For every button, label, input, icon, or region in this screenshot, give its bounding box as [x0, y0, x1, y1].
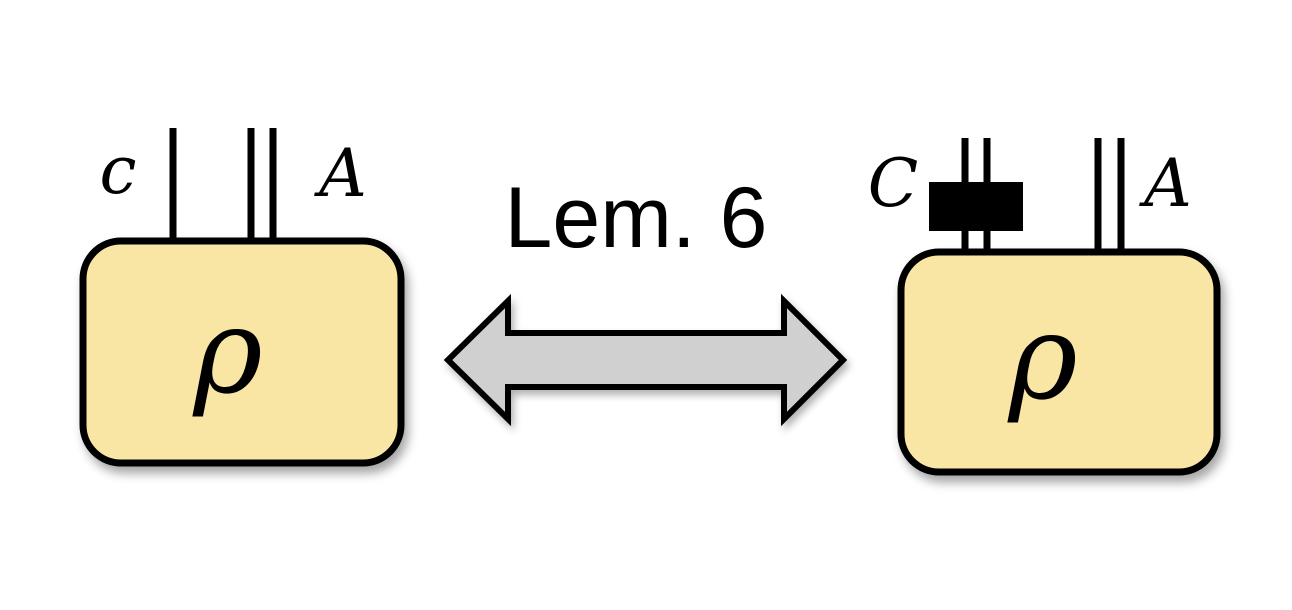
right-process: C A ρ	[868, 138, 1221, 476]
right-rho-symbol: ρ	[1006, 288, 1077, 426]
double-headed-arrow	[443, 293, 848, 427]
left-wire-label-a: A	[313, 135, 367, 212]
right-wire-label-c: C	[868, 145, 919, 222]
right-wire-label-a: A	[1138, 145, 1192, 222]
left-rho-box	[79, 237, 405, 467]
left-rho-symbol: ρ	[191, 282, 262, 420]
left-quantum-wire	[247, 128, 277, 244]
right-rho-box	[897, 248, 1221, 476]
right-black-block	[929, 182, 1023, 231]
left-process: c A ρ	[79, 128, 405, 467]
lemma-label: Lem. 6	[505, 170, 768, 266]
right-quantum-wire	[1094, 138, 1125, 256]
left-wire-label-c: c	[100, 132, 137, 209]
